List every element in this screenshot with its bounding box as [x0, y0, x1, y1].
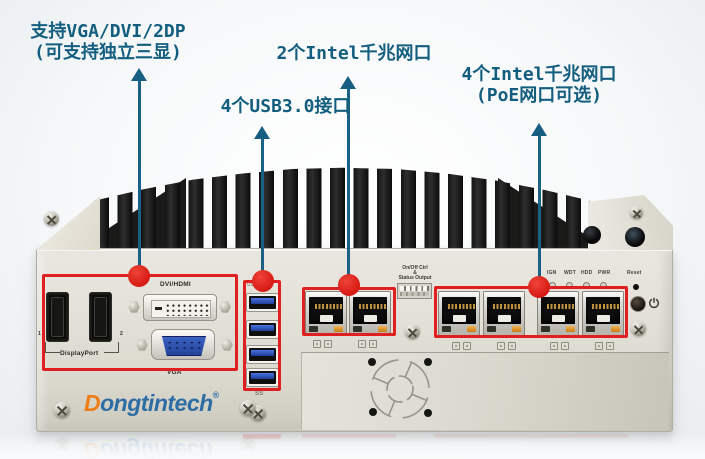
- lower-panel: [301, 352, 669, 430]
- callout-display-support: 支持VGA/DVI/2DP(可支持独立三显): [30, 21, 186, 63]
- arrow-up-icon: [340, 76, 356, 89]
- vga-port: [151, 329, 215, 360]
- rj45-port: [483, 291, 525, 336]
- screw-icon: [240, 400, 256, 416]
- rj45-port: [438, 291, 480, 336]
- antenna-hole: [625, 227, 645, 247]
- ctrl-label: On/Off Ctrl & Status Output: [398, 265, 432, 282]
- led-label-ign: IGN: [547, 270, 557, 276]
- led-label-pwr: PWR: [598, 270, 611, 276]
- rj45-port: [349, 291, 391, 336]
- vent-screw-hole: [368, 358, 376, 366]
- vent-screw-hole: [369, 408, 377, 416]
- power-icon: [649, 297, 659, 309]
- link-activity-icon: [595, 342, 614, 350]
- port-marker-dot: [128, 265, 150, 287]
- screw-icon: [54, 402, 70, 418]
- fan-vent-icon: [370, 359, 430, 419]
- usb3-port: [246, 293, 279, 312]
- displayport-num-1: 1: [38, 331, 41, 337]
- logo-text: ongtintech: [100, 390, 213, 416]
- arrow-line: [538, 135, 541, 287]
- usb-ss-mark: SS: [255, 391, 264, 397]
- callout-lan2: 2个Intel千兆网口: [276, 43, 432, 64]
- callout-lan4: 4个Intel千兆网口(PoE网口可选): [461, 64, 617, 106]
- reflection-fade: [0, 432, 705, 459]
- arrow-up-icon: [254, 126, 270, 139]
- vga-label: VGA: [167, 369, 182, 376]
- usb3-port: [246, 368, 279, 387]
- led-label-hdd: HDD: [581, 270, 593, 276]
- port-marker-dot: [252, 270, 274, 292]
- power-button: [630, 296, 646, 312]
- arrow-up-icon: [131, 68, 147, 81]
- displayport-num-2: 2: [120, 331, 123, 337]
- displayport-1: [46, 292, 69, 342]
- display-group-marker: [42, 274, 238, 371]
- arrow-line: [347, 88, 350, 285]
- port-marker-dot: [528, 276, 550, 298]
- rj45-port: [305, 291, 347, 336]
- displayport-label: DisplayPort: [60, 350, 99, 357]
- link-activity-icon: [550, 342, 569, 350]
- screw-icon: [630, 206, 643, 219]
- dvi-hdmi-port: [143, 294, 217, 321]
- screw-icon: [631, 321, 646, 336]
- link-activity-icon: [452, 342, 471, 350]
- brand-logo: Dongtintech®: [84, 390, 219, 417]
- reset-label: Reset: [627, 270, 642, 276]
- heatsink-fins: [94, 162, 590, 250]
- screw-icon: [44, 211, 59, 226]
- rj45-port: [537, 291, 579, 336]
- arrow-line: [138, 80, 141, 276]
- arrow-up-icon: [531, 123, 547, 136]
- led-label-wdt: WDT: [564, 270, 576, 276]
- screw-icon: [405, 324, 420, 339]
- reset-button: [633, 284, 639, 290]
- port-marker-dot: [338, 274, 360, 296]
- link-activity-icon: [313, 340, 332, 348]
- arrow-line: [261, 138, 264, 281]
- onoff-ctrl-terminal: [397, 283, 432, 299]
- usb3-port: [246, 320, 279, 339]
- dvi-label: DVI/HDMI: [160, 281, 191, 288]
- bracket: [104, 342, 119, 353]
- usb3-port: [246, 345, 279, 364]
- vent-screw-hole: [424, 358, 432, 366]
- dvi-nut: [219, 301, 231, 313]
- vent-screw-hole: [424, 409, 432, 417]
- link-activity-icon: [497, 342, 516, 350]
- logo-prefix: D: [84, 390, 101, 416]
- dvi-nut: [128, 301, 140, 313]
- antenna-hole: [583, 226, 601, 244]
- registered-mark: ®: [212, 390, 220, 401]
- displayport-2: [89, 292, 112, 342]
- bracket: [45, 342, 60, 353]
- link-activity-icon: [358, 340, 377, 348]
- callout-usb: 4个USB3.0接口: [220, 96, 351, 117]
- vga-nut: [136, 339, 148, 351]
- heatsink-fin-array: [94, 167, 590, 250]
- usb-group-marker: [243, 280, 281, 391]
- vga-nut: [221, 339, 233, 351]
